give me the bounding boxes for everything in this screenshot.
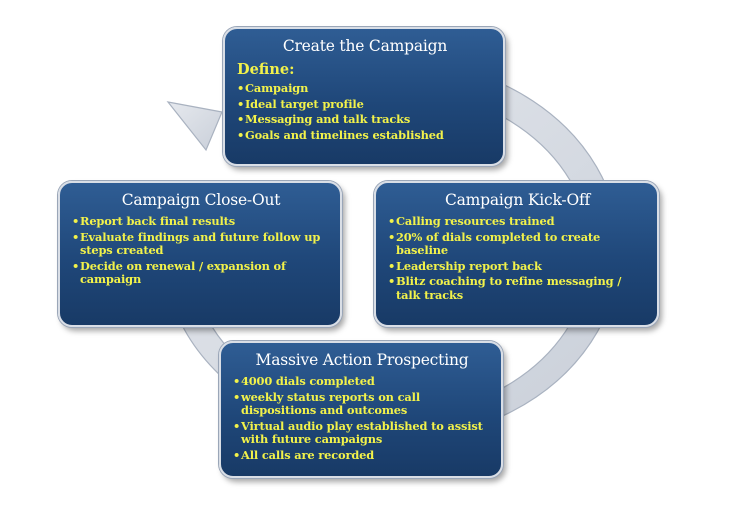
bullet-item: Calling resources trained [388, 214, 647, 229]
bullet-item: 20% of dials completed to create baselin… [388, 230, 647, 258]
box-create-campaign: Create the Campaign Define: Campaign Ide… [223, 27, 505, 166]
bullet-item: All calls are recorded [233, 448, 491, 463]
box-campaign-close-out: Campaign Close-Out Report back final res… [58, 181, 342, 327]
box-closeout-title: Campaign Close-Out [121, 191, 281, 209]
bullet-item: Report back final results [72, 214, 330, 229]
box-closeout-bullets: Report back final results Evaluate findi… [72, 214, 330, 287]
bullet-item: Leadership report back [388, 259, 647, 274]
bullet-item: weekly status reports on call dispositio… [233, 390, 491, 418]
bullet-item: Messaging and talk tracks [237, 113, 493, 127]
bullet-item: 4000 dials completed [233, 374, 491, 389]
bullet-item: Virtual audio play established to assist… [233, 419, 491, 447]
box-massive-bullets: 4000 dials completed weekly status repor… [233, 374, 491, 463]
box-kickoff-title: Campaign Kick-Off [444, 191, 591, 209]
box-create-title: Create the Campaign [282, 37, 448, 55]
ring-arrowhead-icon [166, 101, 223, 152]
box-kickoff-bullets: Calling resources trained 20% of dials c… [388, 214, 647, 303]
bullet-item: Decide on renewal / expansion of campaig… [72, 259, 330, 287]
box-campaign-kick-off: Campaign Kick-Off Calling resources trai… [374, 181, 659, 327]
bullet-item: Goals and timelines established [237, 128, 493, 143]
box-create-subtitle: Define: [237, 61, 295, 78]
box-create-bullets: Campaign Ideal target profile Messaging … [237, 81, 493, 143]
box-massive-action-prospecting: Massive Action Prospecting 4000 dials co… [219, 341, 503, 478]
bullet-item: Campaign [237, 81, 493, 96]
bullet-item: Ideal target profile [237, 97, 493, 112]
bullet-item: Blitz coaching to refine messaging / tal… [388, 275, 647, 302]
box-massive-title: Massive Action Prospecting [255, 351, 469, 369]
bullet-item: Evaluate findings and future follow up s… [72, 230, 330, 258]
